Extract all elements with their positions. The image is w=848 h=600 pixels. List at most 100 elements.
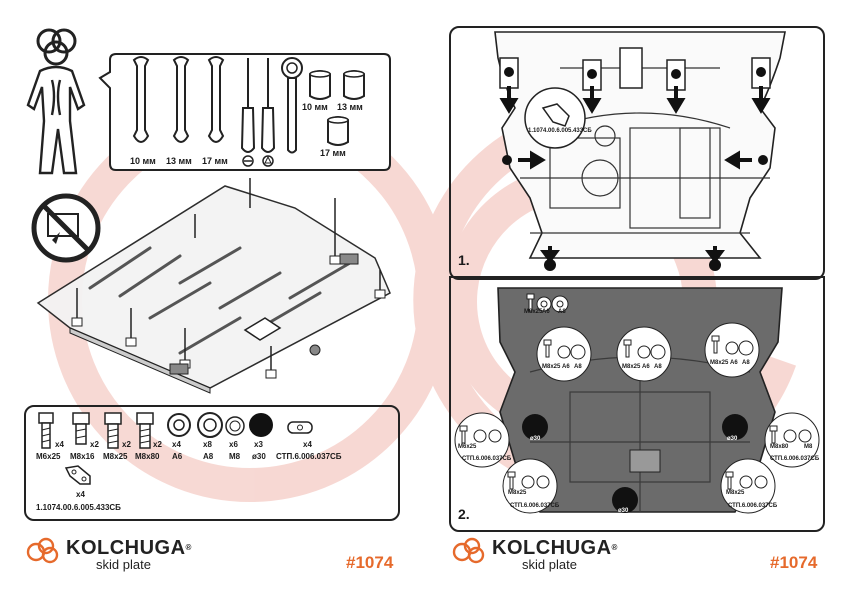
socket-icon [343,70,365,100]
hardware-count-2: x2 [122,440,131,449]
ratchet-icon [281,57,303,154]
brand-logo-right: KOLCHUGA® skid plate [452,537,618,572]
callout-bolt-center-left [536,326,592,382]
step2-m8-label-f: M8x25 [726,490,745,496]
hardware-count-1: x2 [90,440,99,449]
step2-a6-label-b: A6 [562,364,570,370]
hardware-label-7: ø30 [252,452,266,461]
callout-side-left [454,412,510,468]
hardware-label-4: A6 [172,452,183,461]
step2-m8-label-b: M8x25 [542,364,561,370]
plug-30-icon [249,413,273,437]
hardware-label-0: M6x25 [36,452,61,461]
step2-clip-label-d: СТП.6.006.037СБ [728,503,778,509]
step2-plug-label-b: ø30 [727,436,738,442]
hardware-label-1: M8x16 [70,452,95,461]
screwdriver-icon [260,58,276,167]
socket-label-17: 17 мм [320,148,346,158]
hardware-count-7: x3 [254,440,263,449]
bolt-m6x25-icon [38,412,54,449]
clip-icon [287,421,313,434]
step2-m8-label-d: M8x25 [710,360,729,366]
screwdriver-icon [240,58,256,167]
step2-a8-label-a: A8 [558,309,566,315]
bracket-callout-circle [524,87,586,149]
brand-sub: skid plate [522,557,577,572]
wrench-label-13: 13 мм [166,156,192,166]
hardware-label-3: M8x80 [135,452,160,461]
callout-bolt-center [616,326,672,382]
brand-name: KOLCHUGA [492,537,612,559]
skid-plate-diagram [36,178,391,394]
hardware-label-6: M8 [229,452,241,461]
step2-a8-label-c: A8 [654,364,662,370]
kolchuga-rings-icon [452,537,485,564]
bolt-m8x80-icon [136,412,154,449]
step2-number: 2. [458,506,470,522]
step2-m8-label-e: M8x25 [508,490,527,496]
step2-m6-label-a: M6x25 [458,444,477,450]
callout-bolt-top-left [526,293,569,313]
washer-a8-icon [197,412,223,438]
wrench-label-17: 17 мм [202,156,228,166]
step2-a6-label-c: A6 [642,364,650,370]
wrench-icon [207,56,225,143]
hardware-count-8: x4 [303,440,312,449]
socket-icon [327,116,349,146]
hardware-count-3: x2 [153,440,162,449]
step1-number: 1. [458,252,470,268]
step2-plug-label-a: ø30 [530,436,541,442]
step2-panel [449,276,825,532]
bracket-count: x4 [76,490,85,499]
hardware-count-4: x4 [172,440,181,449]
callout-bottom-right [720,458,776,514]
bolt-m8x25-icon [104,412,122,449]
hardware-count-6: x6 [229,440,238,449]
socket-label-10: 10 мм [302,102,328,112]
hardware-label-8: СТП.6.006.037СБ [276,452,342,461]
kolchuga-rings-icon [26,537,59,564]
product-code-left: #1074 [346,553,394,572]
step2-a8-label-b: A8 [574,364,582,370]
step1-panel [449,26,825,280]
step2-plug-label-c: ø30 [618,508,629,514]
step2-a8-label-d: A8 [742,360,750,366]
step2-clip-label-a: СТП.6.006.037СБ [462,456,512,462]
brand-logo-left: KOLCHUGA® skid plate [26,537,192,572]
washer-a6-icon [167,413,191,437]
socket-icon [309,70,331,100]
step2-a6-label-a: A6 [542,309,550,315]
wrench-icon [132,56,150,143]
product-code-right: #1074 [770,553,818,572]
step2-a6-label-d: A6 [730,360,738,366]
step2-clip-label-c: СТП.6.006.037СБ [510,503,560,509]
brand-reg: ® [185,543,192,552]
hardware-panel [24,405,400,521]
nut-m8-icon [225,416,245,436]
step2-m8x80-label: M8x80 [770,444,789,450]
hardware-label-2: M8x25 [103,452,128,461]
step2-m8-label-a: M8x25 [524,309,543,315]
bolt-m8x16-icon [72,412,90,445]
hardware-count-0: x4 [55,440,64,449]
callout-bolt-center-right [704,322,760,378]
person-caution-icon [26,28,86,175]
socket-label-13: 13 мм [337,102,363,112]
step2-clip-label-b: СТП.6.006.037СБ [770,456,820,462]
hardware-label-5: A8 [203,452,214,461]
brand-sub: skid plate [96,557,151,572]
no-engine-icon [31,193,101,263]
brand-reg: ® [611,543,618,552]
bracket-label: 1.1074.00.6.005.433СБ [36,503,121,512]
bracket-icon [64,465,91,485]
engine-bay-diagram [494,31,786,271]
step2-m8-label-c: M8x25 [622,364,641,370]
callout-side-right [764,412,820,468]
brand-name: KOLCHUGA [66,537,186,559]
step1-callout-label: 1.1074.00.6.005.433СБ [528,128,592,134]
callout-bottom-left [502,458,558,514]
wrench-label-10: 10 мм [130,156,156,166]
step2-nut-label: M8 [804,444,813,450]
wrench-icon [172,56,190,143]
hardware-count-5: x8 [203,440,212,449]
